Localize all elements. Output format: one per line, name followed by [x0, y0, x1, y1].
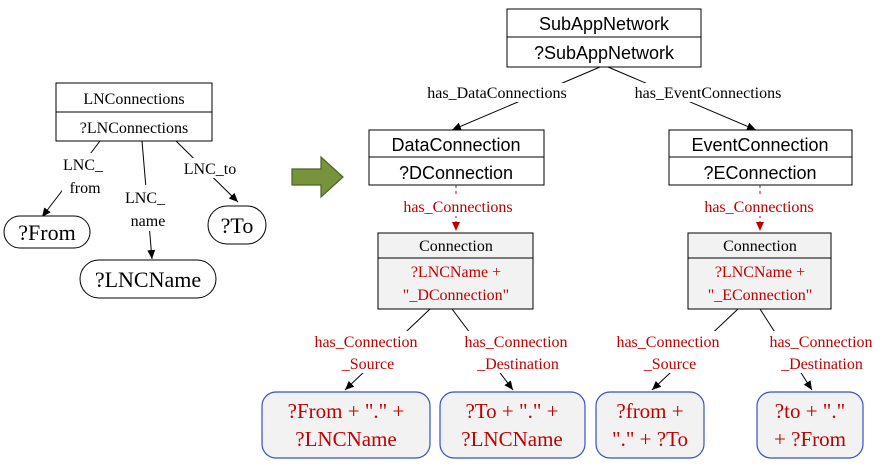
event-connection-expr-2: "_EConnection" [708, 287, 813, 304]
data-connection-expr-2: "_DConnection" [403, 287, 509, 304]
node-from-label: ?From [18, 220, 75, 245]
result-data-source-1: ?From + "." + [288, 399, 405, 423]
edge-label-event-destination-1: has_Connection [769, 334, 872, 351]
edge-label-has-data-connections: has_DataConnections [427, 85, 567, 102]
result-data-source: ?From + "." + ?LNCName [261, 391, 431, 459]
edge-label-event-source-2: _Source [643, 356, 696, 373]
event-connection-title: EventConnection [691, 135, 828, 155]
edge-label-data-destination-2: _Destination [476, 356, 559, 373]
root-class-var: ?SubAppNetwork [534, 43, 675, 63]
left-class-title: LNConnections [83, 91, 184, 108]
data-connection-expr-1: ?LNCName + [411, 264, 501, 281]
result-event-destination: ?to + "." + ?From [756, 391, 864, 459]
edge-label-lnc-name-1: LNC_ [125, 190, 166, 207]
data-connection-title: DataConnection [391, 135, 520, 155]
edge-label-data-source-1: has_Connection [314, 334, 417, 351]
node-from: ?From [3, 215, 91, 249]
edge-label-event-source-1: has_Connection [616, 334, 719, 351]
edge-label-data-has-connections: has_Connections [403, 199, 512, 216]
result-event-destination-2: + ?From [774, 427, 846, 451]
edge-label-data-source-2: _Source [341, 356, 394, 373]
right-arrow-icon [291, 155, 344, 199]
result-data-source-2: ?LNCName [295, 427, 396, 451]
edge-label-data-destination-1: has_Connection [464, 334, 567, 351]
data-connection-var: ?DConnection [399, 163, 513, 183]
root-class-title: SubAppNetwork [539, 14, 670, 34]
node-lncname-label: ?LNCName [95, 267, 201, 292]
event-connection-expr-1: ?LNCName + [715, 264, 805, 281]
result-event-source-1: ?from + [616, 399, 683, 423]
data-connection-instance-box: Connection ?LNCName + "_DConnection" [377, 232, 534, 310]
result-data-destination-1: ?To + "." + [465, 399, 558, 423]
result-data-destination: ?To + "." + ?LNCName [439, 391, 586, 459]
result-event-destination-1: ?to + "." [775, 399, 845, 423]
result-event-source: ?from + "." + ?To [595, 391, 705, 459]
event-connection-instance-box: Connection ?LNCName + "_EConnection" [687, 232, 832, 310]
result-event-source-2: "." + ?To [612, 427, 688, 451]
data-connection-instance-title: Connection [419, 238, 493, 255]
event-connection-instance-title: Connection [723, 238, 797, 255]
edge-label-lnc-from-1: LNC_ [63, 157, 104, 174]
result-data-destination-2: ?LNCName [461, 427, 562, 451]
edge-label-lnc-from-2: from [69, 180, 101, 197]
edge-label-event-has-connections: has_Connections [704, 199, 813, 216]
left-class-box: LNConnections ?LNConnections [55, 82, 213, 142]
edge-label-lnc-name-2: name [131, 213, 166, 230]
data-connection-class-box: DataConnection ?DConnection [368, 129, 545, 186]
left-class-var: ?LNConnections [80, 120, 188, 137]
event-connection-var: ?EConnection [703, 163, 816, 183]
root-class-box: SubAppNetwork ?SubAppNetwork [506, 8, 702, 68]
edge-label-lnc-to: LNC_to [184, 161, 236, 178]
edge-label-has-event-connections: has_EventConnections [635, 85, 782, 102]
node-to: ?To [207, 205, 267, 245]
edge-label-event-destination-2: _Destination [780, 356, 863, 373]
node-lncname: ?LNCName [79, 259, 217, 299]
node-to-label: ?To [221, 213, 254, 238]
event-connection-class-box: EventConnection ?EConnection [668, 129, 853, 186]
